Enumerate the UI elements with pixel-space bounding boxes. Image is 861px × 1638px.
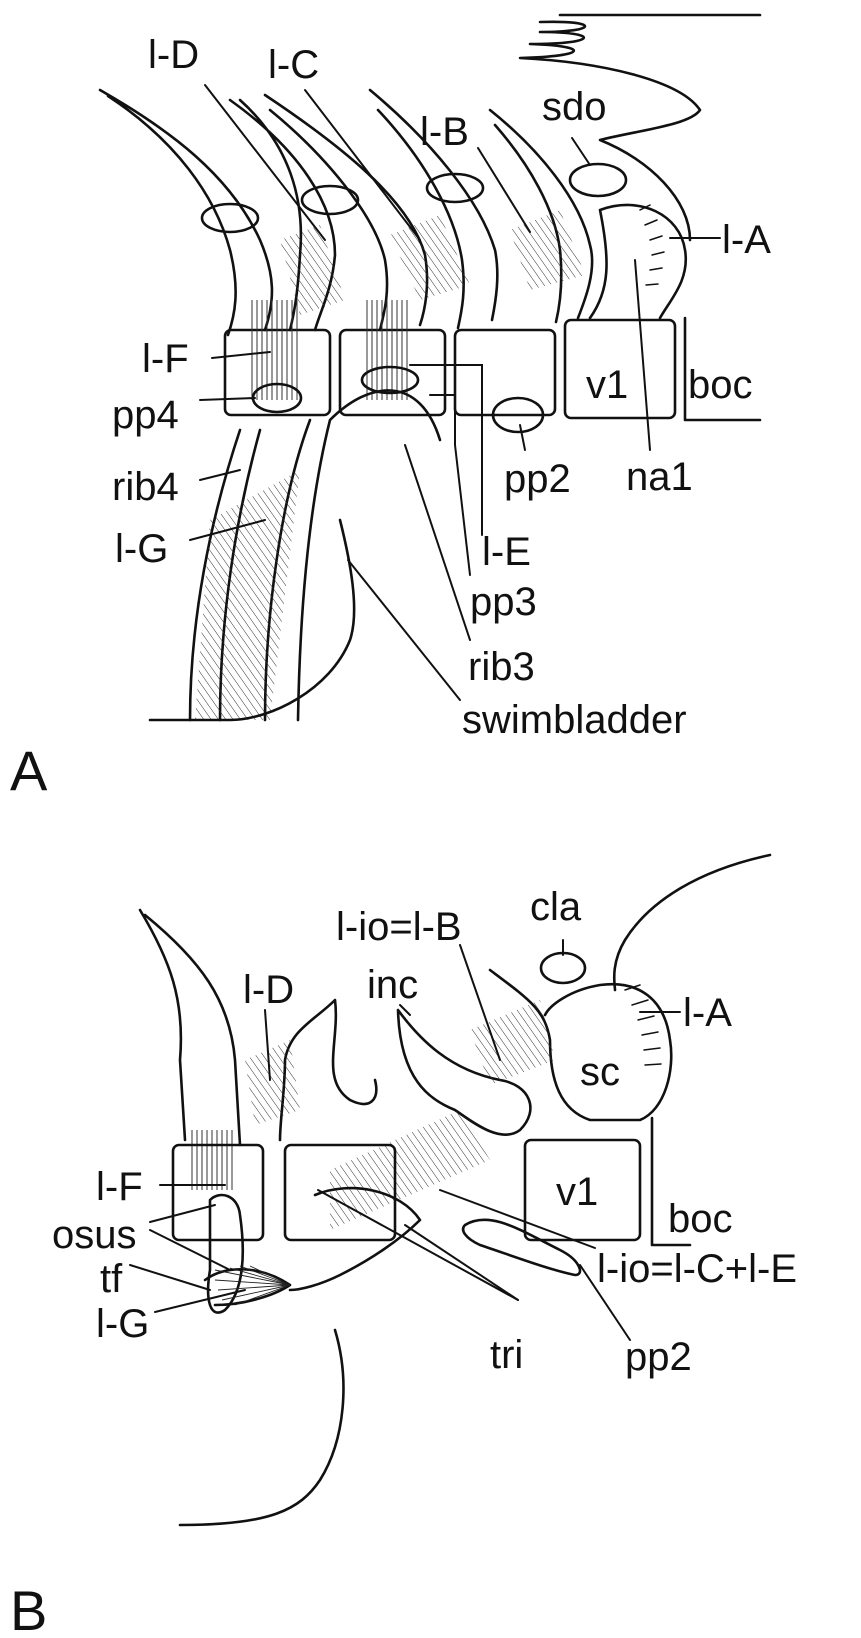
- ligament-b-a-hatch: [625, 985, 661, 1065]
- leader-rib4: [200, 470, 240, 480]
- neural-spine-5: [490, 110, 592, 322]
- label-l-a: l-A: [722, 218, 771, 262]
- label-l-f: l-F: [142, 337, 189, 381]
- tf-shape: [205, 1269, 290, 1305]
- panel-a-letter: A: [10, 739, 48, 802]
- panel-a: l-D l-C sdo l-B l-A l-F v1 boc pp4 rib4 …: [10, 15, 771, 802]
- leader-osus-1: [150, 1205, 215, 1222]
- label-pp2: pp2: [504, 457, 571, 501]
- head-outline: [614, 855, 770, 990]
- label-l-e: l-E: [482, 530, 531, 574]
- rib3: [265, 390, 440, 720]
- leader-rib3: [405, 445, 470, 640]
- label-b-l-a: l-A: [683, 991, 732, 1035]
- ligament-c-hatch: [390, 215, 470, 300]
- label-cla: cla: [530, 885, 582, 929]
- label-v1: v1: [586, 363, 628, 407]
- label-rib3: rib3: [468, 645, 535, 689]
- label-rib4: rib4: [112, 465, 179, 509]
- leader-l-d: [205, 85, 325, 240]
- label-boc: boc: [688, 363, 753, 407]
- leader-swimbladder: [348, 560, 460, 700]
- leader-pp3: [430, 395, 470, 575]
- label-sdo: sdo: [542, 85, 607, 129]
- leader-sdo: [572, 138, 590, 165]
- ligament-a-hatch: [640, 205, 664, 285]
- label-pp4: pp4: [112, 393, 179, 437]
- label-b-l-f: l-F: [96, 1165, 143, 1209]
- label-swimbladder: swimbladder: [462, 698, 687, 742]
- cla-shape: [541, 953, 585, 983]
- leader-tf: [130, 1265, 210, 1290]
- leader-tri-1: [405, 1225, 518, 1300]
- ligament-b-hatch: [510, 210, 585, 290]
- label-pp3: pp3: [470, 580, 537, 624]
- label-inc: inc: [367, 963, 418, 1007]
- neural-spine-b2: [280, 1000, 376, 1140]
- label-b-boc: boc: [668, 1197, 733, 1241]
- label-tf: tf: [100, 1257, 123, 1301]
- label-l-g: l-G: [115, 527, 168, 571]
- leader-pp4: [200, 398, 255, 400]
- label-l-d: l-D: [148, 33, 199, 77]
- sdo-shape: [570, 164, 626, 196]
- ligament-e-hatch: [365, 300, 410, 400]
- label-l-c: l-C: [268, 43, 319, 87]
- label-l-b: l-B: [420, 110, 469, 154]
- label-b-v1: v1: [556, 1170, 598, 1214]
- label-na1: na1: [626, 455, 693, 499]
- ligament-g-hatch: [195, 470, 300, 720]
- panel-b-letter: B: [10, 1579, 47, 1638]
- label-sc: sc: [580, 1050, 620, 1094]
- label-b-l-g: l-G: [96, 1302, 149, 1346]
- label-osus: osus: [52, 1213, 137, 1257]
- leader-l-c: [305, 90, 420, 240]
- neural-spine-1: [100, 90, 272, 335]
- leader-tri-2: [318, 1190, 518, 1300]
- leader-osus-2: [150, 1230, 230, 1270]
- ligament-b-d-hatch: [245, 1040, 300, 1125]
- label-tri: tri: [490, 1333, 523, 1377]
- leader-na1: [635, 260, 650, 450]
- swimbladder-b: [180, 1330, 343, 1525]
- label-l-io-b: l-io=l-B: [336, 905, 462, 949]
- label-b-l-d: l-D: [243, 968, 294, 1012]
- neural-spine-b1: [140, 910, 240, 1145]
- epineural-2: [302, 186, 358, 214]
- ligament-b-f-hatch: [188, 1130, 236, 1190]
- ligament-io-ce-hatch: [330, 1110, 490, 1230]
- leader-pp2: [520, 425, 525, 450]
- label-l-io-ce: l-io=l-C+l-E: [597, 1247, 797, 1291]
- panel-b: l-io=l-B cla l-D inc l-A sc l-F v1 osus …: [10, 855, 797, 1638]
- centrum-2: [455, 330, 555, 415]
- pp2-b-shape: [463, 1220, 580, 1275]
- label-b-pp2: pp2: [625, 1335, 692, 1379]
